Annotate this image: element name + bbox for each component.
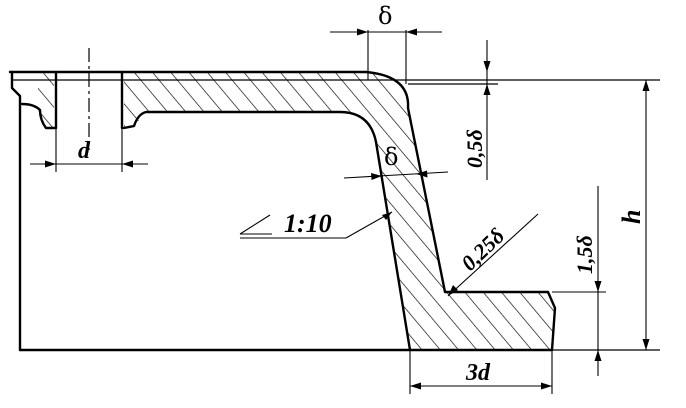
label-delta-wall: δ	[384, 143, 398, 171]
label-d: d	[78, 138, 91, 164]
left-edge	[10, 70, 22, 352]
dim-delta-wall: δ	[343, 143, 449, 180]
hole-outline	[20, 70, 124, 130]
slope-callout: 1:10	[239, 209, 393, 239]
dim-d: d	[30, 128, 148, 172]
wall-outline	[8, 70, 557, 352]
label-quarter-delta: 0,25δ	[456, 223, 509, 276]
dim-half-delta: 0,5δ	[462, 40, 491, 180]
label-half-delta: 0,5δ	[462, 129, 487, 168]
label-one-and-half-delta: 1,5δ	[572, 235, 597, 274]
dim-delta-top: δ	[330, 2, 442, 84]
wall-inner-outline	[122, 110, 412, 352]
label-three-d: 3d	[465, 360, 491, 386]
fillet-callout: 0,25δ	[447, 213, 539, 297]
dim-one-and-half-delta: 1,5δ	[552, 186, 606, 376]
label-slope: 1:10	[284, 209, 332, 238]
hatched-section	[38, 72, 555, 350]
label-h: h	[617, 210, 646, 224]
dim-three-d: 3d	[409, 350, 553, 394]
dim-h: h	[617, 80, 650, 350]
label-delta-top: δ	[378, 2, 392, 30]
